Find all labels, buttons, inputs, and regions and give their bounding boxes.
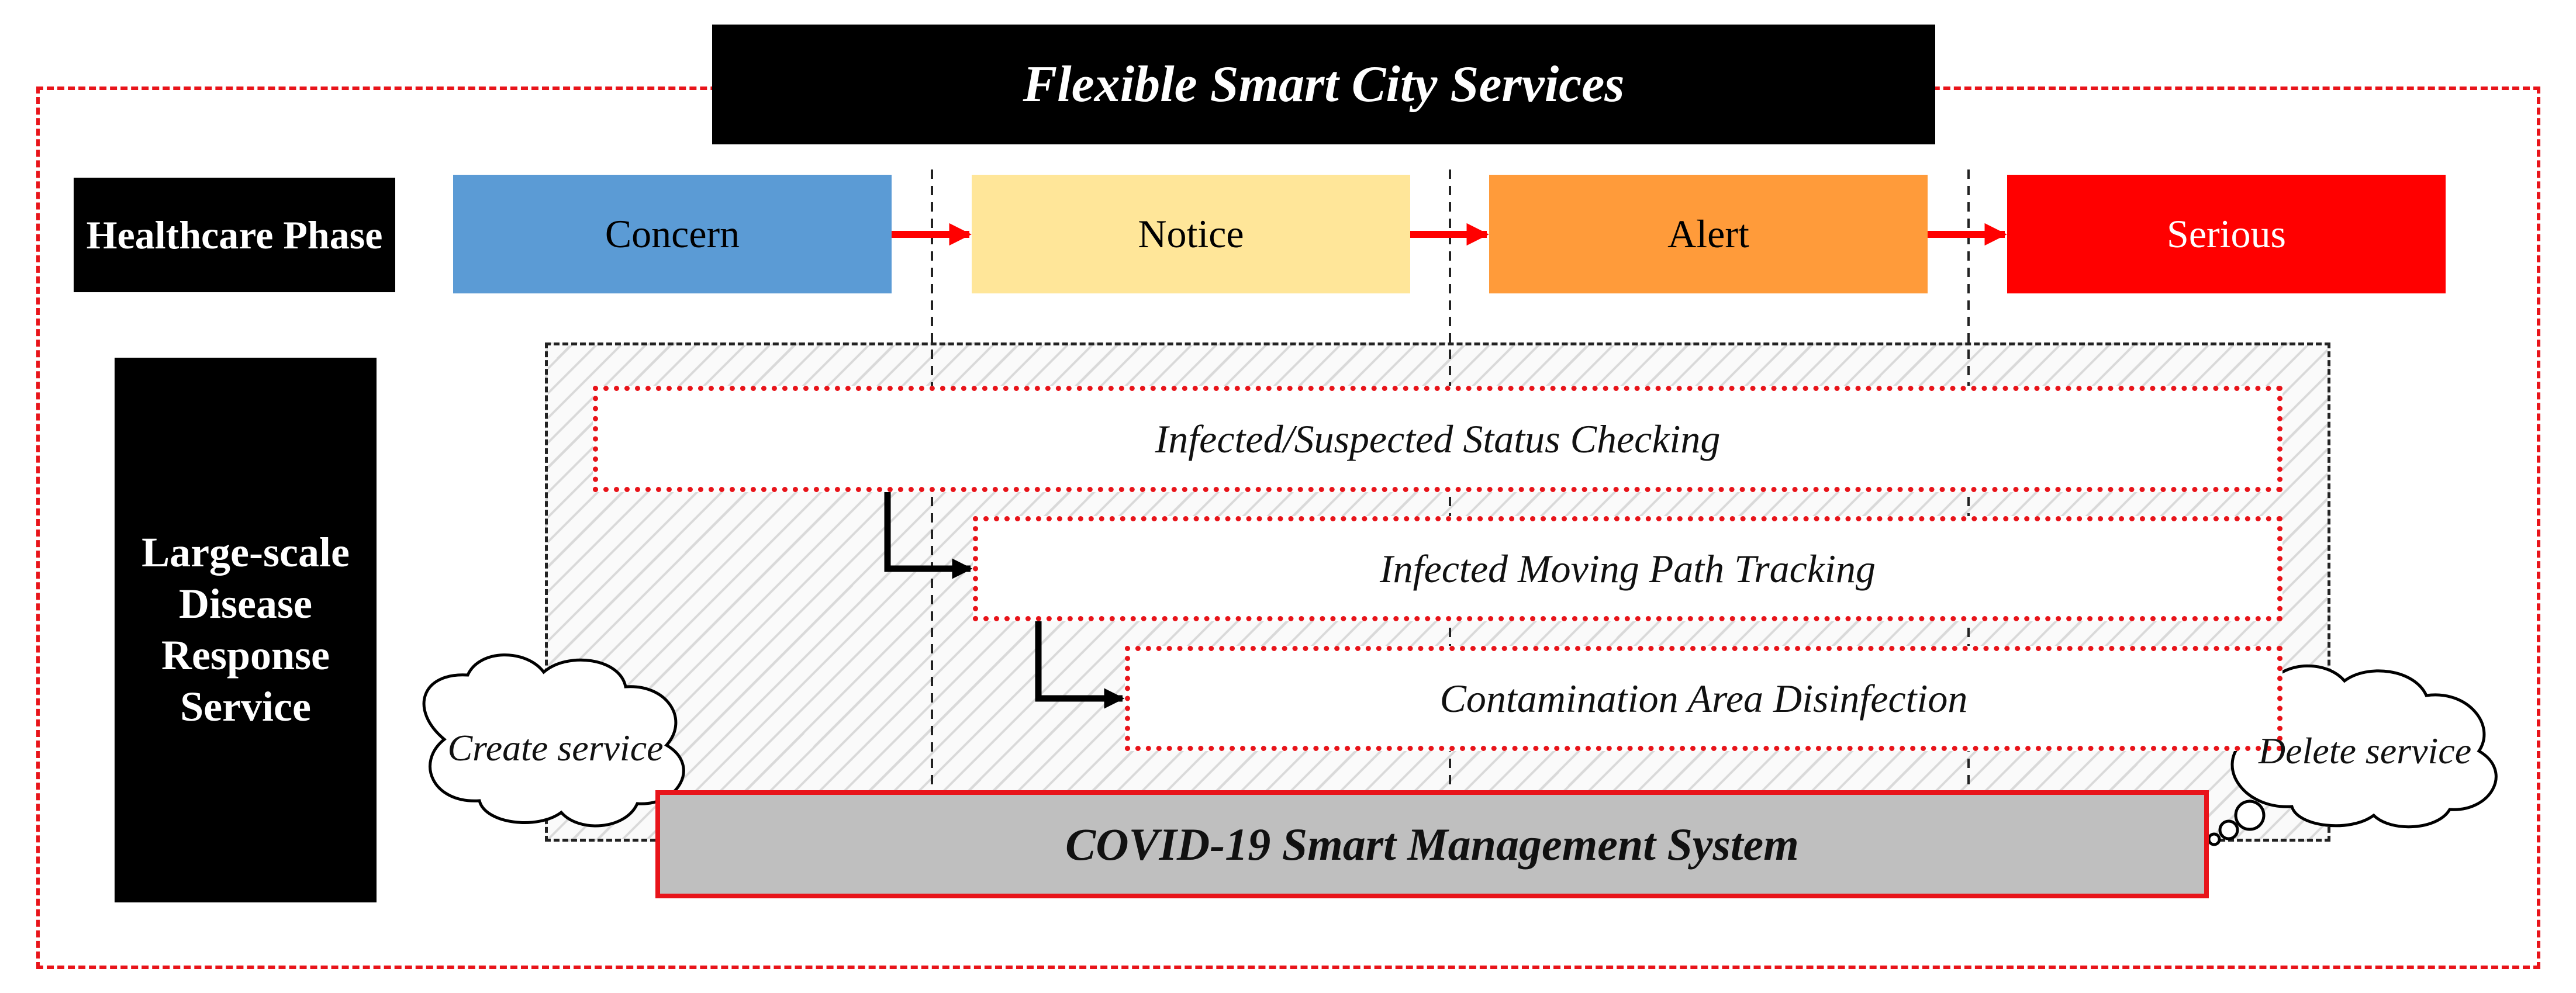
disease-response-label: Large-scale Disease Response Service [115,358,377,902]
create-service-label: Create service [447,726,664,769]
phase-concern: Concern [453,175,892,293]
phase-serious: Serious [2007,175,2446,293]
delete-service-label: Delete service [2258,729,2472,771]
phase-notice: Notice [972,175,1410,293]
covid-management-system: COVID-19 Smart Management System [655,790,2209,898]
arrow-status-to-path [884,492,973,579]
diagram-title: Flexible Smart City Services [712,25,1935,144]
service-area-disinfection: Contamination Area Disinfection [1125,646,2283,751]
delete-cloud-icon [2207,664,2498,846]
service-path-tracking: Infected Moving Path Tracking [973,516,2283,621]
phase-alert: Alert [1489,175,1928,293]
service-status-checking: Infected/Suspected Status Checking [593,386,2283,492]
healthcare-phase-label: Healthcare Phase [74,178,395,292]
arrow-path-to-disinfect [1035,621,1125,709]
